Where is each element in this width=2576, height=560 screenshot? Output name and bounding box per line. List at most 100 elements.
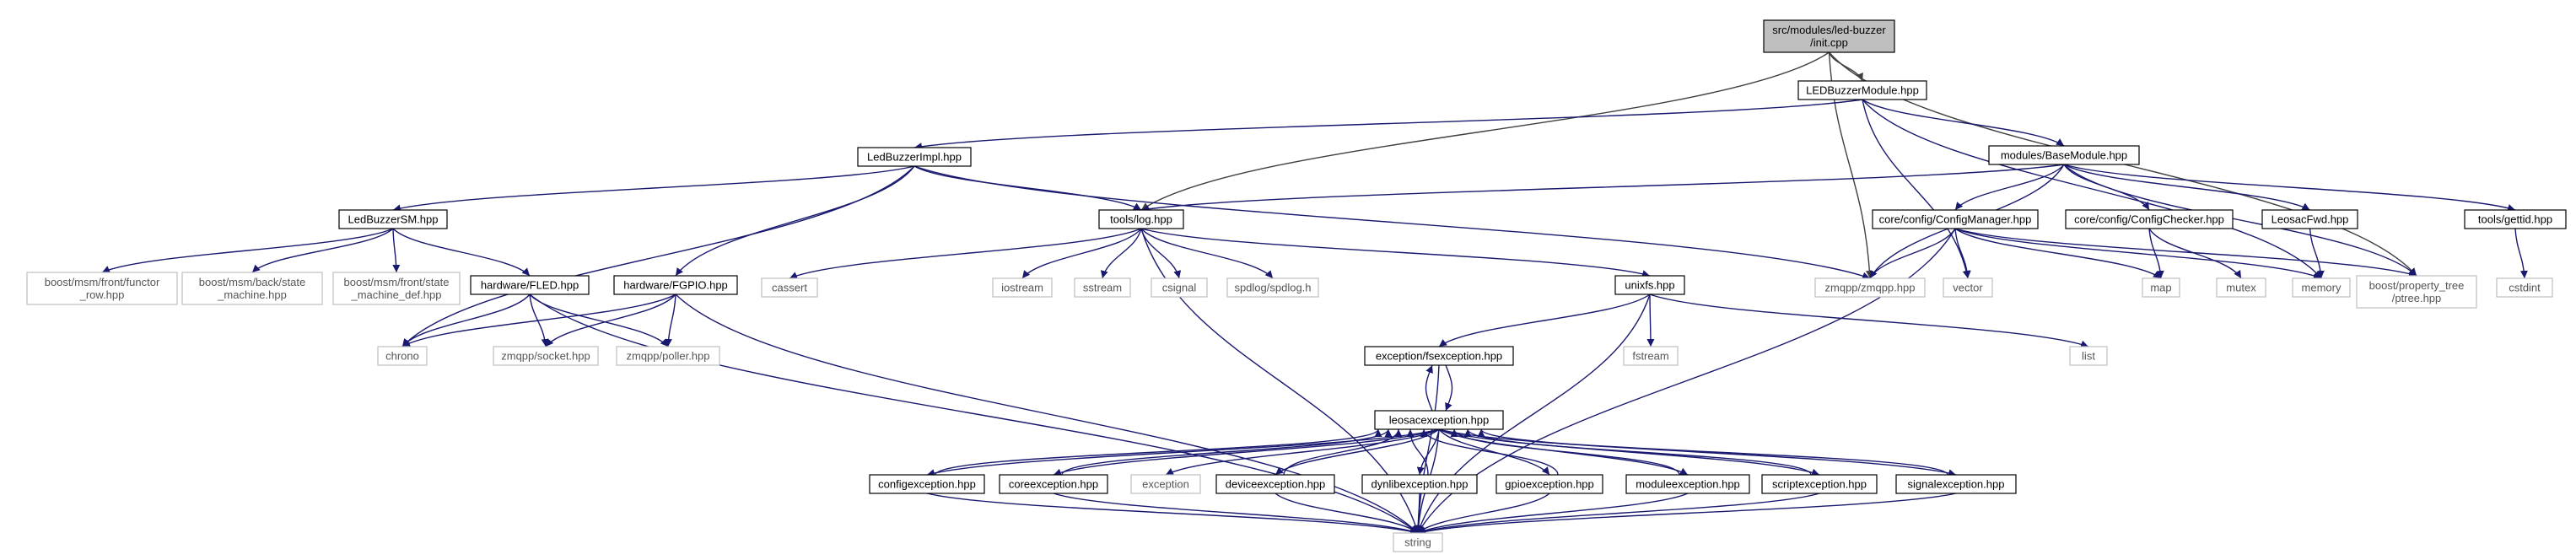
node-box — [2142, 277, 2180, 298]
node-poller: zmqpp/poller.hpp — [616, 346, 720, 366]
edge-deviceexception-to-string — [1275, 493, 1419, 534]
node-configmanager[interactable]: core/config/ConfigManager.hpp — [1872, 209, 2039, 229]
node-label: tools/gettid.hpp — [2478, 213, 2552, 226]
node-scriptexception[interactable]: scriptexception.hpp — [1761, 474, 1878, 494]
node-box — [1763, 19, 1895, 53]
node-toolslog[interactable]: tools/log.hpp — [1098, 209, 1184, 229]
node-unixfs[interactable]: unixfs.hpp — [1614, 275, 1685, 295]
node-list: list — [2069, 346, 2108, 366]
node-label: signalexception.hpp — [1908, 478, 2005, 491]
node-iostream: iostream — [992, 277, 1053, 298]
node-gettid[interactable]: tools/gettid.hpp — [2464, 209, 2567, 229]
node-zmqpp: zmqpp/zmqpp.hpp — [1814, 277, 1926, 298]
node-coreexception[interactable]: coreexception.hpp — [999, 474, 1108, 494]
edge-basemodule-to-leosacfwd — [2063, 164, 2310, 211]
node-label: _machine.hpp — [217, 288, 287, 301]
edge-toolslog-to-iostream — [1021, 228, 1142, 279]
node-box — [1625, 474, 1750, 494]
edge-configexception-to-leosacexception — [935, 428, 1382, 476]
edge-configmanager-to-memory — [1954, 228, 2322, 279]
edge-leosacexception-to-scriptexception — [1438, 428, 1820, 477]
node-box — [1623, 346, 1679, 366]
node-leosacexception[interactable]: leosacexception.hpp — [1374, 410, 1504, 430]
node-box — [26, 272, 178, 305]
edge-fled-to-chrono — [401, 293, 531, 347]
node-label: moduleexception.hpp — [1636, 478, 1740, 491]
edge-fgpio-to-socket — [545, 293, 676, 347]
edge-fgpio-to-chrono — [401, 293, 676, 347]
node-configchecker[interactable]: core/config/ConfigChecker.hpp — [2065, 209, 2234, 229]
node-label: cstdint — [2509, 282, 2541, 294]
node-box — [332, 272, 461, 305]
node-deviceexception[interactable]: deviceexception.hpp — [1215, 474, 1335, 494]
edge-toolslog-to-sstream — [1100, 228, 1142, 279]
node-gpioexception[interactable]: gpioexception.hpp — [1495, 474, 1603, 494]
node-configexception[interactable]: configexception.hpp — [869, 474, 985, 494]
node-functor_row: boost/msm/front/functor_row.hpp — [26, 272, 178, 305]
node-leosacfwd[interactable]: LeosacFwd.hpp — [2261, 209, 2358, 229]
node-state_machine: boost/msm/back/state_machine.hpp — [181, 272, 323, 305]
edge-configchecker-to-map — [2148, 228, 2164, 279]
edge-basemodule-to-configmanager — [1954, 164, 2065, 211]
node-label: LedBuzzerSM.hpp — [348, 213, 439, 226]
node-string: string — [1393, 532, 1443, 552]
node-label: sstream — [1083, 282, 1122, 294]
node-box — [493, 346, 599, 366]
edge-leosacfwd-to-memory — [2309, 228, 2325, 279]
node-label: unixfs.hpp — [1625, 279, 1674, 292]
edge-ledbuzzersm-to-state_machine — [251, 228, 394, 273]
node-map: map — [2142, 277, 2180, 298]
node-fled[interactable]: hardware/FLED.hpp — [470, 275, 590, 295]
node-box — [613, 275, 738, 295]
node-label: csignal — [1162, 282, 1197, 294]
node-ledbuzzermodule[interactable]: LEDBuzzerModule.hpp — [1797, 80, 1927, 100]
node-state_machine_def: boost/msm/front/state_machine_def.hpp — [332, 272, 461, 305]
node-vector: vector — [1943, 277, 1993, 298]
node-label: spdlog/spdlog.h — [1234, 282, 1311, 294]
node-moduleexception[interactable]: moduleexception.hpp — [1625, 474, 1750, 494]
node-basemodule[interactable]: modules/BaseModule.hpp — [1988, 145, 2140, 165]
node-label: map — [2150, 282, 2171, 294]
node-sstream: sstream — [1074, 277, 1131, 298]
node-box — [2356, 275, 2477, 309]
node-label: /ptree.hpp — [2392, 292, 2442, 304]
node-box — [2496, 277, 2553, 298]
edge-ledbuzzermodule-to-vector — [1862, 99, 1970, 279]
node-box — [377, 346, 428, 366]
node-signalexception[interactable]: signalexception.hpp — [1895, 474, 2017, 494]
edge-dynlibexception-to-leosacexception — [1406, 428, 1429, 476]
edge-basemodule-to-toolslog — [1140, 164, 2065, 213]
node-label: tools/log.hpp — [1110, 213, 1172, 226]
node-fsexception[interactable]: exception/fsexception.hpp — [1364, 346, 1514, 366]
node-label: LEDBuzzerModule.hpp — [1806, 84, 1919, 97]
edge-moduleexception-to-leosacexception — [1450, 428, 1680, 476]
edge-configmanager-to-map — [1954, 228, 2162, 279]
node-box — [181, 272, 323, 305]
node-box — [992, 277, 1053, 298]
node-box — [1614, 275, 1685, 295]
node-label: zmqpp/poller.hpp — [626, 350, 709, 363]
edge-configmanager-to-ptree — [1954, 228, 2417, 277]
edge-gpioexception-to-leosacexception — [1420, 428, 1559, 476]
node-label: core/config/ConfigManager.hpp — [1879, 213, 2032, 226]
node-label: dynlibexception.hpp — [1372, 478, 1469, 491]
node-box — [2069, 346, 2108, 366]
node-box — [338, 209, 448, 229]
edge-ledbuzzermodule-to-basemodule — [1862, 99, 2065, 147]
node-ledbuzzerimpl[interactable]: LedBuzzerImpl.hpp — [857, 147, 972, 167]
node-box — [1215, 474, 1335, 494]
node-ledbuzzersm[interactable]: LedBuzzerSM.hpp — [338, 209, 448, 229]
node-label: boost/msm/back/state — [199, 276, 305, 288]
node-exception: exception — [1130, 474, 1201, 494]
edge-toolslog-to-spdlog — [1140, 228, 1274, 279]
node-label: boost/msm/front/functor — [45, 276, 160, 288]
node-fgpio[interactable]: hardware/FGPIO.hpp — [613, 275, 738, 295]
node-label: string — [1404, 536, 1431, 549]
node-box — [1364, 346, 1514, 366]
node-csignal: csignal — [1151, 277, 1208, 298]
node-dynlibexception[interactable]: dynlibexception.hpp — [1361, 474, 1478, 494]
edge-fgpio-to-poller — [664, 293, 676, 347]
edge-deviceexception-to-leosacexception — [1283, 428, 1403, 476]
node-init[interactable]: src/modules/led-buzzer/init.cpp — [1763, 19, 1895, 53]
